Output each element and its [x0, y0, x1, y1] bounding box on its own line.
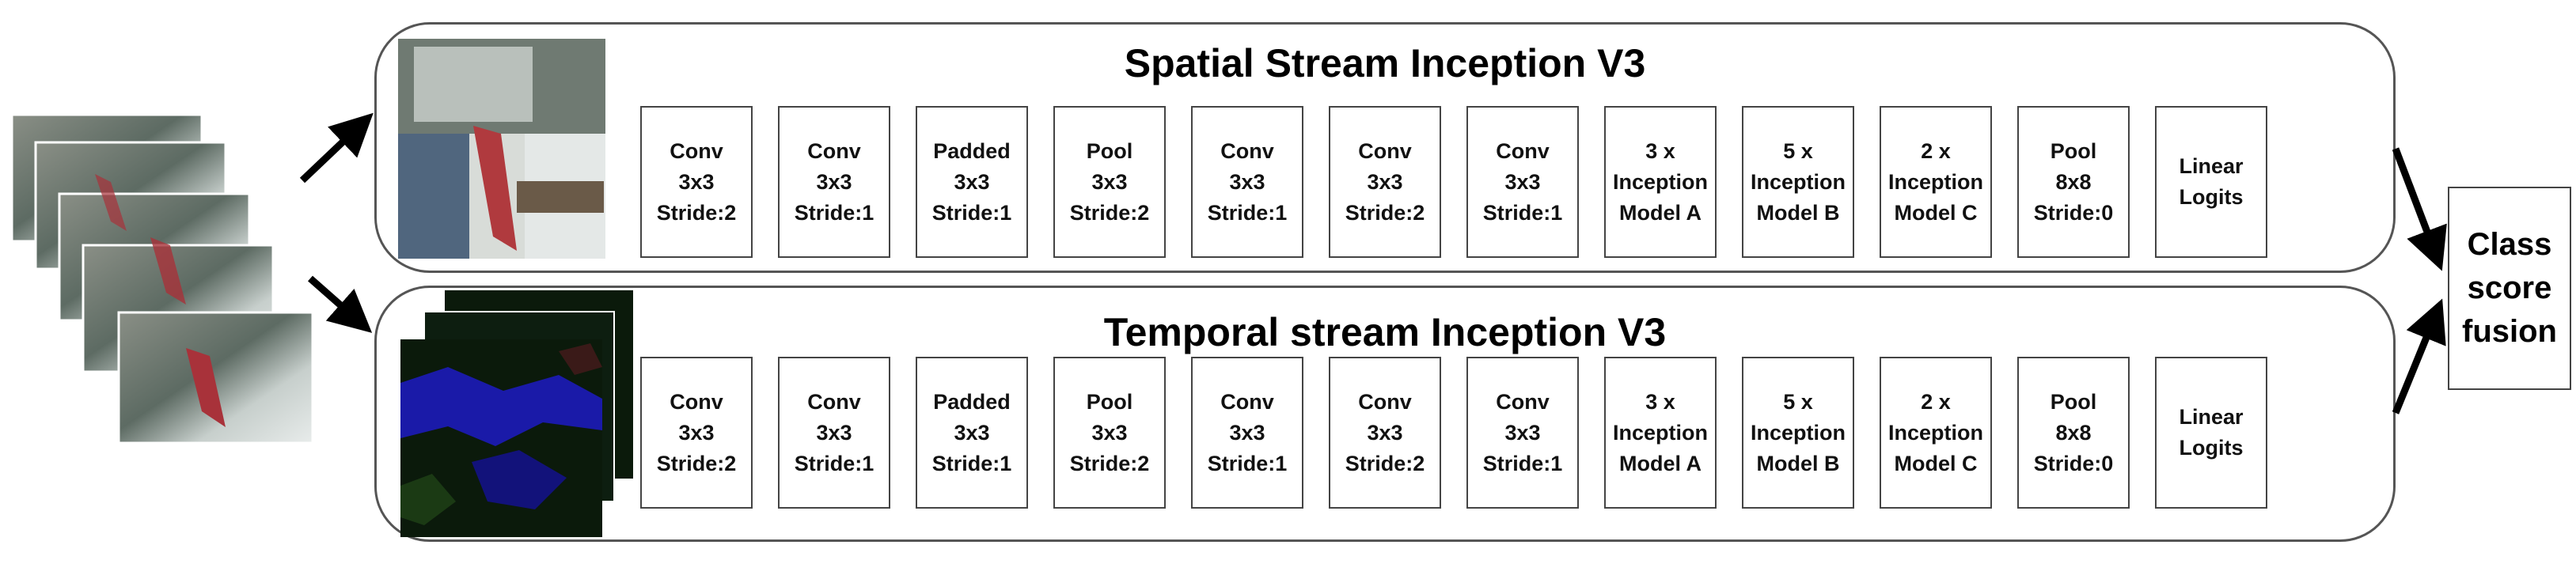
arrow-input-to-temporal: [308, 275, 373, 333]
spatial-rgb-image: [398, 39, 605, 259]
spatial-layer-1: Conv 3x3 Stride:2: [640, 106, 753, 258]
fusion-label: Class score fusion: [2462, 227, 2557, 349]
spatial-stream-panel: Spatial Stream Inception V3 Conv 3x3 Str…: [374, 22, 2396, 273]
temporal-stream-title: Temporal stream Inception V3: [1103, 310, 1667, 354]
spatial-layer-5: Conv 3x3 Stride:1: [1191, 106, 1303, 258]
temporal-layer-6: Conv 3x3 Stride:2: [1329, 357, 1441, 509]
spatial-layer-7: Conv 3x3 Stride:1: [1466, 106, 1579, 258]
spatial-layer-12: Linear Logits: [2155, 106, 2267, 258]
temporal-layer-10: 2 x Inception Model C: [1880, 357, 1992, 509]
spatial-stream-title: Spatial Stream Inception V3: [1124, 41, 1646, 85]
spatial-layer-10: 2 x Inception Model C: [1880, 106, 1992, 258]
spatial-layers: Conv 3x3 Stride:2 Conv 3x3 Stride:1 Padd…: [640, 106, 2267, 258]
spatial-layer-9: 5 x Inception Model B: [1742, 106, 1854, 258]
temporal-layer-5: Conv 3x3 Stride:1: [1191, 357, 1303, 509]
temporal-flow-image: [400, 289, 635, 537]
temporal-layer-8: 3 x Inception Model A: [1604, 357, 1717, 509]
spatial-layer-4: Pool 3x3 Stride:2: [1053, 106, 1166, 258]
temporal-layer-11: Pool 8x8 Stride:0: [2017, 357, 2130, 509]
arrow-input-to-spatial: [299, 112, 374, 184]
temporal-layers: Conv 3x3 Stride:2 Conv 3x3 Stride:1 Padd…: [640, 357, 2267, 509]
spatial-layer-11: Pool 8x8 Stride:0: [2017, 106, 2130, 258]
spatial-layer-3: Padded 3x3 Stride:1: [916, 106, 1028, 258]
class-score-fusion-box: Class score fusion: [2448, 187, 2571, 390]
temporal-layer-1: Conv 3x3 Stride:2: [640, 357, 753, 509]
spatial-layer-8: 3 x Inception Model A: [1604, 106, 1717, 258]
temporal-layer-7: Conv 3x3 Stride:1: [1466, 357, 1579, 509]
temporal-layer-9: 5 x Inception Model B: [1742, 357, 1854, 509]
temporal-stream-panel: Temporal stream Inception V3 Conv 3x3 St…: [374, 286, 2396, 542]
temporal-layer-12: Linear Logits: [2155, 357, 2267, 509]
temporal-layer-4: Pool 3x3 Stride:2: [1053, 357, 1166, 509]
arrow-temporal-to-fusion: [2392, 298, 2446, 414]
temporal-layer-3: Padded 3x3 Stride:1: [916, 357, 1028, 509]
input-frames-stack: [10, 113, 314, 445]
video-frame-icon: [10, 113, 314, 445]
spatial-layer-2: Conv 3x3 Stride:1: [778, 106, 890, 258]
temporal-layer-2: Conv 3x3 Stride:1: [778, 357, 890, 509]
spatial-layer-6: Conv 3x3 Stride:2: [1329, 106, 1441, 258]
arrow-spatial-to-fusion: [2392, 147, 2447, 271]
